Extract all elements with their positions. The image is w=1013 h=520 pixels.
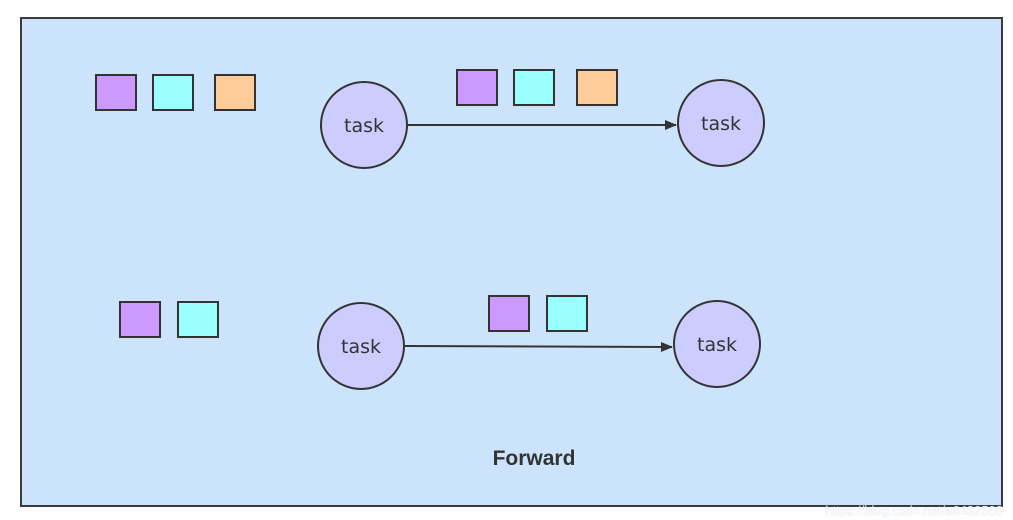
transit-record-purple <box>456 69 498 106</box>
target-task-node <box>673 300 761 388</box>
transit-record-orange <box>576 69 618 106</box>
target-task-label: task <box>697 334 737 356</box>
forward-arrow <box>404 341 673 352</box>
record-square-cyan <box>177 301 219 338</box>
row-1: task task <box>95 69 765 169</box>
transit-record-cyan <box>513 69 555 106</box>
source-task-node <box>320 81 408 169</box>
source-task-node <box>317 302 405 390</box>
target-task-label: task <box>701 113 741 135</box>
watermark: https://blog.csdn.net/a6482508 <box>825 503 1003 518</box>
record-square-orange <box>214 74 256 111</box>
record-square-purple <box>119 301 161 338</box>
transit-record-cyan <box>546 295 588 332</box>
source-task-label: task <box>341 336 381 358</box>
target-task-node <box>677 79 765 167</box>
record-square-cyan <box>152 74 194 111</box>
transit-record-purple <box>488 295 530 332</box>
diagram-title: Forward <box>493 447 576 470</box>
source-task-label: task <box>344 115 384 137</box>
row-2: task task <box>119 295 761 390</box>
record-square-purple <box>95 74 137 111</box>
